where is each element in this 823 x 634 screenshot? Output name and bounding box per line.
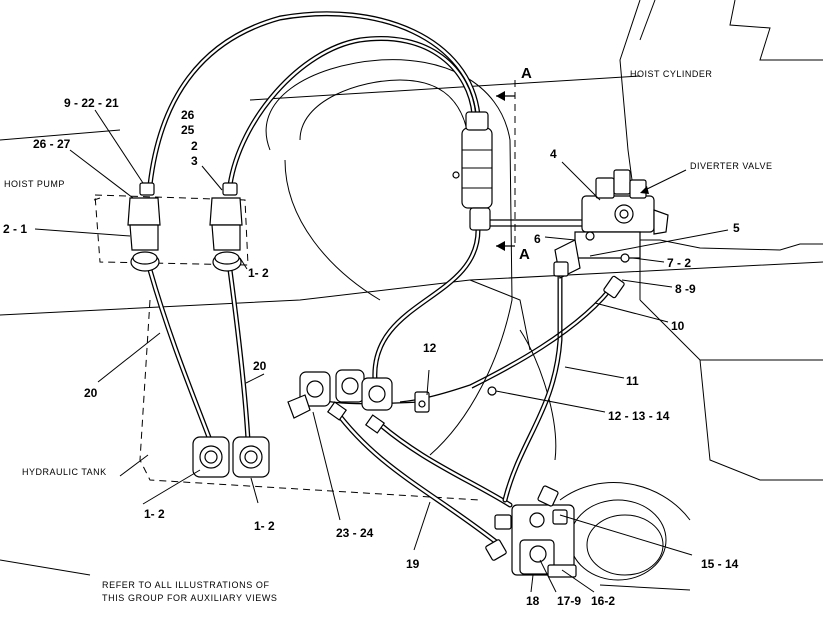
label-12-13-14: 12 - 13 - 14 — [608, 409, 670, 423]
diverter-valve — [553, 169, 669, 299]
caption-hoist-cylinder: HOIST CYLINDER — [630, 69, 712, 79]
label-1-2-tank-b: 1- 2 — [254, 519, 275, 533]
lower-valve-assembly — [485, 485, 577, 578]
label-6: 6 — [534, 232, 541, 246]
note-line-2: THIS GROUP FOR AUXILIARY VIEWS — [102, 593, 278, 603]
label-1-2-tank-a: 1- 2 — [144, 507, 165, 521]
note-line-1: REFER TO ALL ILLUSTRATIONS OF — [102, 580, 270, 590]
label-20-left: 20 — [84, 386, 98, 400]
frame-outline — [0, 0, 823, 591]
auxiliary-views-note: REFER TO ALL ILLUSTRATIONS OF THIS GROUP… — [102, 580, 278, 603]
label-10: 10 — [671, 319, 685, 333]
label-11: 11 — [626, 374, 639, 388]
part-labels: 9 - 22 - 21 26 - 27 26 25 2 3 2 - 1 1- 2… — [3, 96, 740, 608]
hoses — [147, 11, 618, 548]
label-18: 18 — [526, 594, 540, 608]
hoist-pump-right — [209, 182, 243, 272]
section-a-a-marker: A A — [496, 65, 532, 263]
label-9-22-21: 9 - 22 - 21 — [64, 96, 119, 110]
label-17-9: 17-9 — [557, 594, 581, 608]
label-5: 5 — [733, 221, 740, 235]
hose-clip — [414, 386, 497, 413]
label-16-2: 16-2 — [591, 594, 615, 608]
label-1-2-pump: 1- 2 — [248, 266, 269, 280]
label-2-1: 2 - 1 — [3, 222, 27, 236]
label-26: 26 — [181, 108, 195, 122]
label-3: 3 — [191, 154, 198, 168]
component-captions: HOIST PUMP HOIST CYLINDER DIVERTER VALVE… — [4, 69, 773, 477]
label-19: 19 — [406, 557, 420, 571]
caption-diverter-valve: DIVERTER VALVE — [690, 161, 773, 171]
label-20-right: 20 — [253, 359, 267, 373]
label-12: 12 — [423, 341, 437, 355]
section-label-bottom: A — [519, 246, 530, 263]
caption-hydraulic-tank: HYDRAULIC TANK — [22, 467, 107, 477]
hoist-pump-left — [127, 182, 161, 272]
label-15-14: 15 - 14 — [701, 557, 739, 571]
label-7-2: 7 - 2 — [667, 256, 691, 270]
label-23-24: 23 - 24 — [336, 526, 374, 540]
tank-flange-left — [192, 436, 230, 478]
caption-hoist-pump: HOIST PUMP — [4, 179, 65, 189]
flange-group — [287, 369, 393, 434]
tank-flange-right — [232, 436, 270, 478]
label-25: 25 — [181, 123, 195, 137]
label-2: 2 — [191, 139, 198, 153]
hoist-cylinder-canister — [452, 111, 493, 231]
label-4: 4 — [550, 147, 557, 161]
leader-lines — [34, 109, 729, 593]
label-26-27: 26 - 27 — [33, 137, 71, 151]
label-8-9: 8 -9 — [675, 282, 696, 296]
section-label-top: A — [521, 65, 532, 82]
